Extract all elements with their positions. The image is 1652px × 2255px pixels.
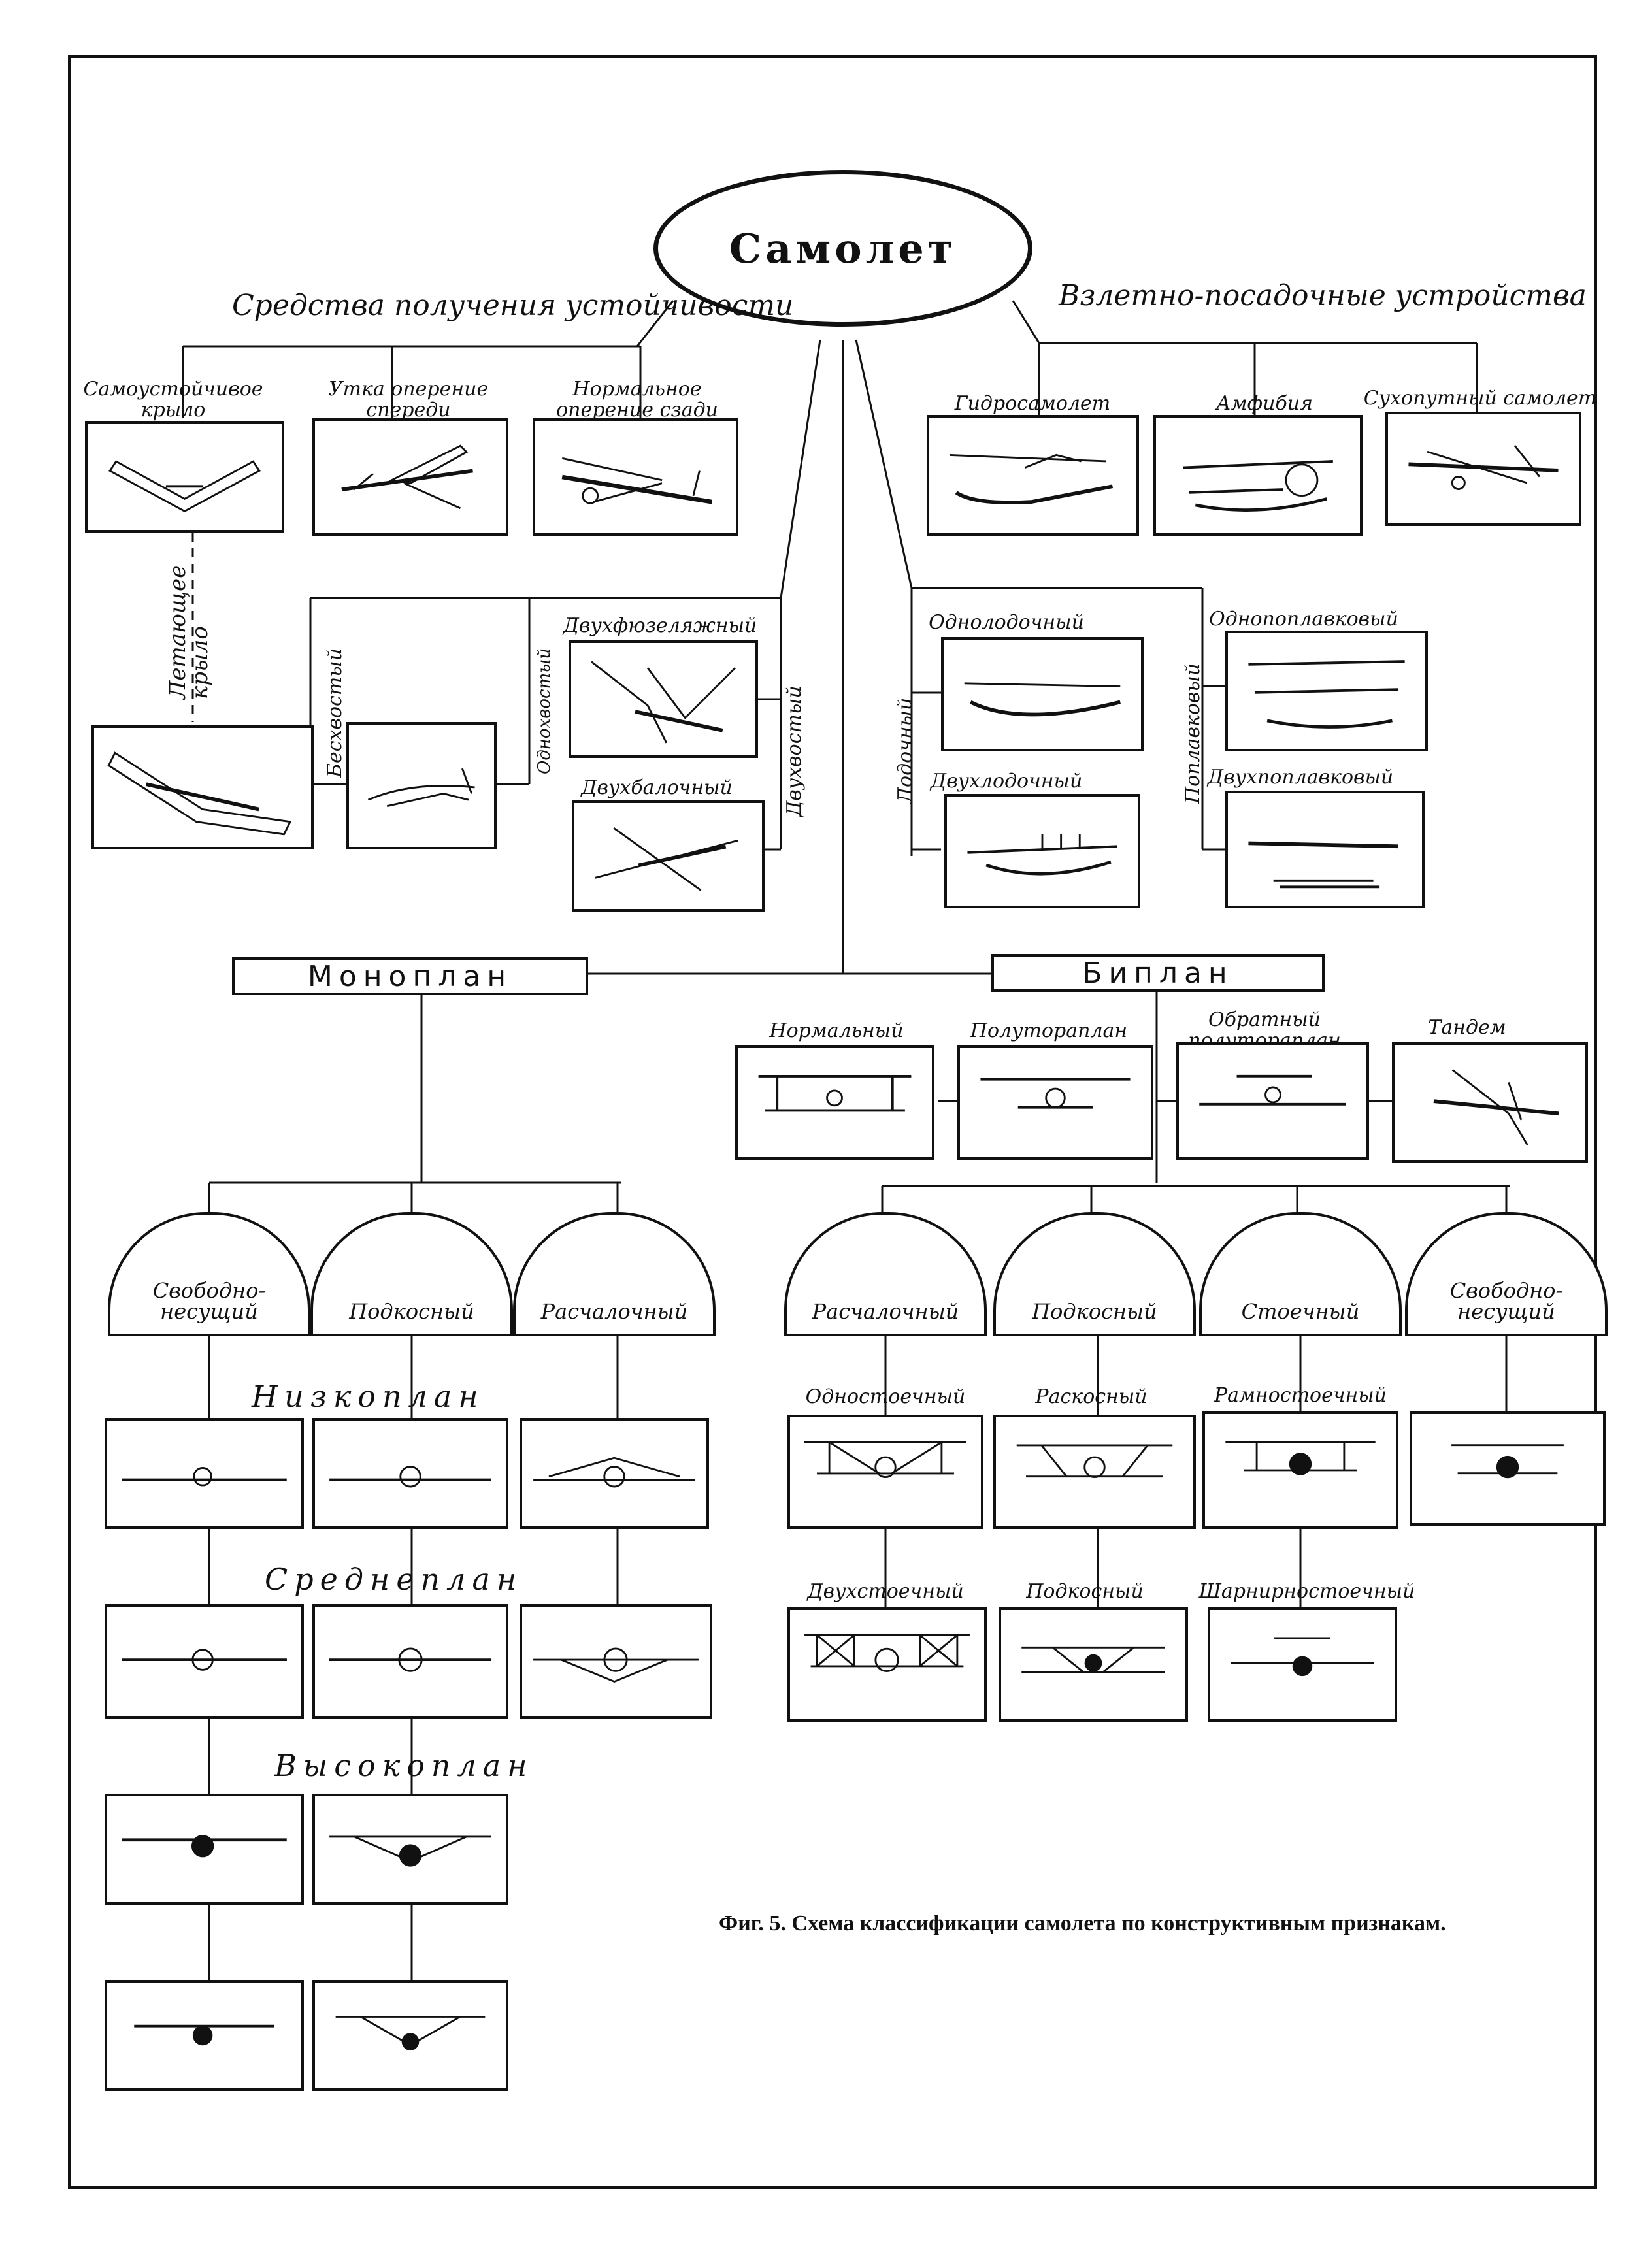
pic-normal-tail bbox=[533, 418, 738, 536]
pic-n-strut bbox=[993, 1415, 1196, 1529]
label-single-boat: Однолодочный bbox=[929, 611, 1084, 634]
label-normal-tail: Нормальное оперение сзади bbox=[556, 378, 718, 421]
pic-tailless bbox=[346, 722, 497, 849]
label-two-bay: Двухстоечный bbox=[807, 1580, 964, 1603]
pic-single-boat bbox=[941, 637, 1144, 751]
pic-high-cantilever bbox=[105, 1794, 304, 1905]
pic-low-strut bbox=[312, 1418, 508, 1529]
label-amphibian: Амфибия bbox=[1216, 392, 1313, 415]
label-hinged-strut: Шарнирностоечный bbox=[1198, 1580, 1415, 1603]
biplane-box: Биплан bbox=[991, 954, 1325, 992]
pic-twin-fuselage bbox=[569, 640, 758, 758]
label-strut-bi: Подкосный bbox=[1026, 1580, 1144, 1603]
label-self-stable-wing: Самоустойчивое крыло bbox=[83, 378, 263, 421]
label-twin-boom: Двухбалочный bbox=[581, 776, 733, 799]
pic-double-boat bbox=[944, 794, 1140, 908]
pic-bi-cantilever bbox=[1410, 1411, 1606, 1526]
label-low-wing: Низкоплан bbox=[252, 1379, 485, 1414]
label-twin-tail: Двухвостый bbox=[783, 685, 806, 817]
pic-mid-cantilever bbox=[105, 1604, 304, 1719]
group-landing-gear: Взлетно-посадочные устройства bbox=[1059, 279, 1587, 312]
pic-reverse-sesquiplane bbox=[1176, 1042, 1369, 1160]
label-single-float: Однопоплавковый bbox=[1209, 608, 1398, 631]
label-twin-fuselage: Двухфюзеляжный bbox=[563, 614, 757, 637]
label-frame-strut: Рамностоечный bbox=[1214, 1384, 1387, 1407]
pic-low-cantilever bbox=[105, 1418, 304, 1529]
label-sesquiplane: Полутораплан bbox=[970, 1019, 1128, 1042]
pic-sesquiplane bbox=[957, 1045, 1153, 1160]
label-flying-wing: Летающее крыло bbox=[165, 565, 213, 699]
label-double-float: Двухпоплавковый bbox=[1207, 766, 1394, 789]
group-stability: Средства получения устойчивости bbox=[232, 289, 794, 322]
pic-canard bbox=[312, 418, 508, 536]
pic-land-plane bbox=[1385, 412, 1581, 526]
label-n-strut: Раскосный bbox=[1035, 1385, 1148, 1408]
monoplane-box: Моноплан bbox=[232, 957, 588, 995]
pic-bi-normal bbox=[735, 1045, 934, 1160]
pic-mid-strut bbox=[312, 1604, 508, 1719]
label-mid-wing: Среднеплан bbox=[265, 1562, 523, 1597]
label-boat-type: Лодочный bbox=[894, 697, 917, 804]
pic-single-bay bbox=[787, 1415, 983, 1529]
label-seaplane: Гидросамолет bbox=[954, 392, 1111, 415]
label-bi-normal: Нормальный bbox=[769, 1019, 904, 1042]
label-single-tail: Однохвостый bbox=[535, 648, 554, 774]
label-single-bay: Одностоечный bbox=[805, 1385, 966, 1408]
pic-strut-bi bbox=[999, 1607, 1188, 1722]
page-frame bbox=[68, 55, 1597, 2189]
figure-caption: Фиг. 5. Схема классификации самолета по … bbox=[719, 1911, 1446, 1935]
pic-self-stable-wing bbox=[85, 421, 284, 533]
label-land-plane: Сухопутный самолет bbox=[1363, 387, 1597, 410]
pic-seaplane bbox=[927, 415, 1139, 536]
pic-twin-boom bbox=[572, 800, 765, 912]
pic-double-float bbox=[1225, 791, 1425, 908]
pic-mid-braced bbox=[520, 1604, 712, 1719]
pic-single-float bbox=[1225, 631, 1428, 751]
label-high-wing: Высокоплан bbox=[274, 1748, 534, 1783]
root-node: Самолет bbox=[653, 170, 1032, 327]
pic-high-strut-2 bbox=[312, 1980, 508, 2091]
pic-amphibian bbox=[1153, 415, 1363, 536]
label-float-type: Поплавковый bbox=[1181, 663, 1204, 804]
pic-tandem bbox=[1392, 1042, 1588, 1163]
label-double-boat: Двухлодочный bbox=[930, 770, 1083, 793]
label-tailless: Бесхвостый bbox=[323, 648, 346, 778]
pic-high-cantilever-2 bbox=[105, 1980, 304, 2091]
pic-hinged-strut bbox=[1208, 1607, 1397, 1722]
pic-high-strut bbox=[312, 1794, 508, 1905]
pic-flying-wing bbox=[91, 725, 314, 849]
label-canard: Утка оперение спереди bbox=[328, 378, 489, 421]
pic-frame-strut bbox=[1202, 1411, 1398, 1529]
pic-two-bay bbox=[787, 1607, 987, 1722]
pic-low-braced bbox=[520, 1418, 709, 1529]
label-tandem: Тандем bbox=[1428, 1016, 1506, 1039]
